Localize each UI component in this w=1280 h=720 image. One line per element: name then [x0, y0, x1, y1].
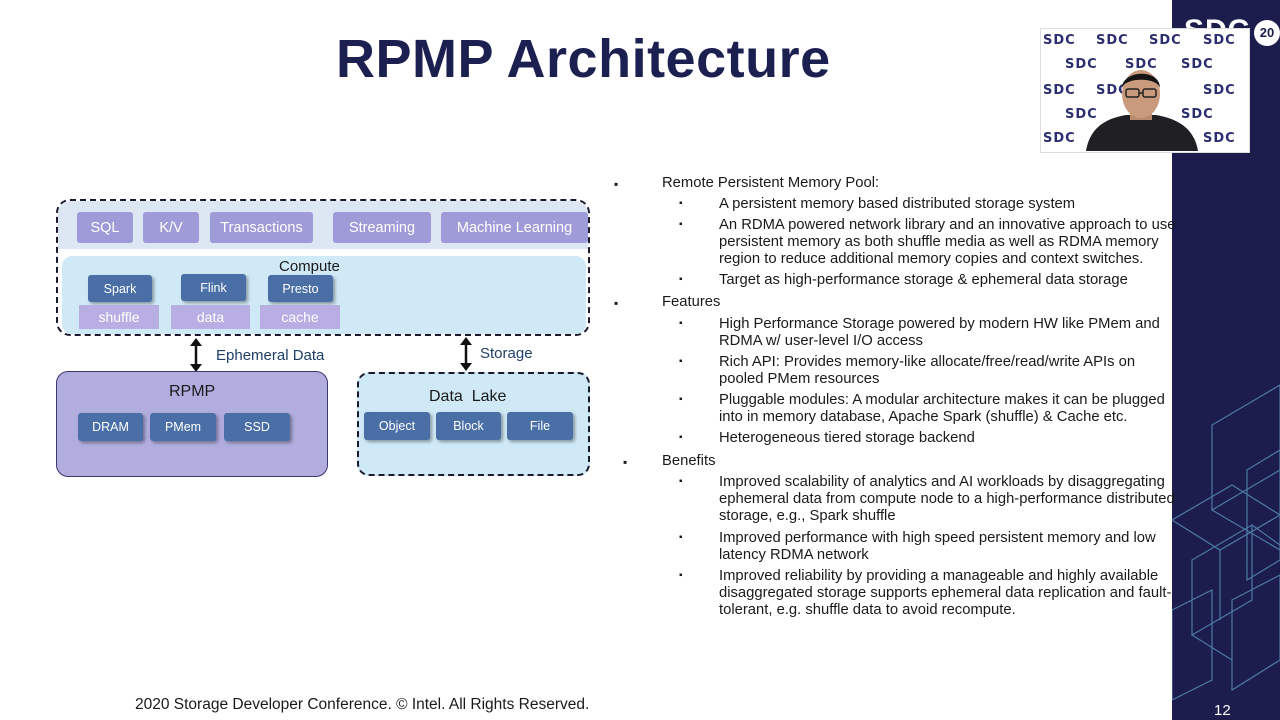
- lake-type-object: Object: [364, 412, 430, 440]
- presenter-video-icon: [1086, 70, 1198, 151]
- benefits-item-3-line-1: Improved reliability by providing a mana…: [719, 568, 1159, 584]
- rpmp-tier-pmem: PMem: [150, 413, 216, 441]
- features-item-1-line-2: RDMA w/ user-level I/O access: [719, 333, 923, 349]
- sdc-watermark: SDC: [1043, 33, 1076, 48]
- engine-data-shuffle: shuffle: [79, 305, 159, 329]
- engine-spark: Spark: [88, 275, 152, 302]
- engine-data-data: data: [171, 305, 250, 329]
- bullet-marker: ▪: [614, 177, 619, 191]
- benefits-item-2-line-1: Improved performance with high speed per…: [719, 530, 1156, 546]
- lake-type-block: Block: [436, 412, 501, 440]
- bullet-marker: ▪: [679, 219, 683, 230]
- bullet-marker: ▪: [679, 318, 683, 329]
- pool-item-2-line-3: region to reduce additional memory copie…: [719, 251, 1144, 267]
- ephemeral-data-arrow-icon: [190, 338, 202, 372]
- sdc-watermark: SDC: [1125, 57, 1158, 72]
- sdc-watermark: SDC: [1149, 33, 1182, 48]
- sdc-year-badge: 20: [1254, 20, 1280, 46]
- pool-item-3: Target as high-performance storage & eph…: [719, 272, 1128, 288]
- benefits-item-1-line-1: Improved scalability of analytics and AI…: [719, 474, 1165, 490]
- section-title-benefits: Benefits: [662, 453, 716, 469]
- slide-footer: 2020 Storage Developer Conference. © Int…: [135, 696, 590, 713]
- rpmp-label: RPMP: [169, 383, 216, 400]
- sdc-watermark: SDC: [1203, 83, 1236, 98]
- benefits-item-1-line-2: ephemeral data from compute node to a hi…: [719, 491, 1175, 507]
- section-title-pool: Remote Persistent Memory Pool:: [662, 175, 880, 191]
- bullet-marker: ▪: [679, 356, 683, 367]
- slide-number: 12: [1214, 702, 1231, 719]
- workload-kv: K/V: [143, 212, 199, 243]
- benefits-item-3-line-3: tolerant, e.g. shuffle data to avoid rec…: [719, 602, 1016, 618]
- features-item-2-line-1: Rich API: Provides memory-like allocate/…: [719, 354, 1136, 370]
- benefits-item-2-line-2: latency RDMA network: [719, 547, 869, 563]
- rpmp-tier-ssd: SSD: [224, 413, 290, 441]
- sdc-watermark: SDC: [1096, 33, 1129, 48]
- sdc-watermark: SDC: [1181, 57, 1214, 72]
- features-item-3-line-1: Pluggable modules: A modular architectur…: [719, 392, 1165, 408]
- pool-item-1: A persistent memory based distributed st…: [719, 196, 1076, 212]
- bullet-marker: ▪: [679, 432, 683, 443]
- engine-flink: Flink: [181, 274, 246, 301]
- storage-label: Storage: [480, 345, 533, 362]
- sdc-watermark: SDC: [1065, 57, 1098, 72]
- sdc-watermark: SDC: [1203, 131, 1236, 146]
- bullet-marker: ▪: [679, 532, 683, 543]
- workload-transactions: Transactions: [210, 212, 313, 243]
- bullet-marker: ▪: [679, 570, 683, 581]
- pool-item-2-line-1: An RDMA powered network library and an i…: [719, 217, 1176, 233]
- pool-item-2-line-2: persistent memory as both shuffle media …: [719, 234, 1159, 250]
- cube-pattern-graphic: [1172, 384, 1280, 701]
- compute-label: Compute: [279, 258, 340, 275]
- features-item-4: Heterogeneous tiered storage backend: [719, 430, 975, 446]
- features-item-3-line-2: into in memory database, Apache Spark (s…: [719, 409, 1128, 425]
- bullet-marker: ▪: [679, 394, 683, 405]
- lake-type-file: File: [507, 412, 573, 440]
- rpmp-tier-dram: DRAM: [78, 413, 143, 441]
- bullet-marker: ▪: [679, 476, 683, 487]
- section-title-features: Features: [662, 294, 721, 310]
- sdc-watermark: SDC: [1181, 107, 1214, 122]
- benefits-item-3-line-2: disaggregated storage supports ephemeral…: [719, 585, 1172, 601]
- sdc-watermark: SDC: [1043, 83, 1076, 98]
- workload-streaming: Streaming: [333, 212, 431, 243]
- sdc-watermark: SDC: [1203, 33, 1236, 48]
- workload-sql: SQL: [77, 212, 133, 243]
- storage-arrow-icon: [460, 337, 472, 371]
- sdc-watermark: SDC: [1043, 131, 1076, 146]
- sdc-watermark: SDC: [1065, 107, 1098, 122]
- bullet-marker: ▪: [679, 198, 683, 209]
- engine-data-cache: cache: [260, 305, 340, 329]
- features-item-1-line-1: High Performance Storage powered by mode…: [719, 316, 1160, 332]
- engine-presto: Presto: [268, 275, 333, 302]
- bullet-marker: ▪: [623, 455, 628, 469]
- bullet-marker: ▪: [679, 274, 683, 285]
- workload-machine-learning: Machine Learning: [441, 212, 588, 243]
- sdc-watermark: SDC: [1096, 83, 1129, 98]
- ephemeral-data-label: Ephemeral Data: [216, 347, 325, 364]
- bullet-marker: ▪: [614, 296, 619, 310]
- slide-title: RPMP Architecture: [336, 29, 831, 89]
- benefits-item-1-line-3: storage, e.g., Spark shuffle: [719, 508, 896, 524]
- features-item-2-line-2: pooled PMem resources: [719, 371, 880, 387]
- data-lake-label: Data Lake: [429, 388, 507, 405]
